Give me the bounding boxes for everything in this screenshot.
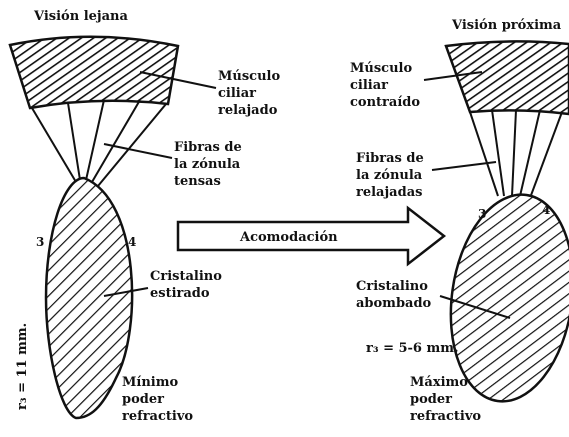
right-fibers-label-line1: Fibras de: [356, 151, 424, 166]
right-power-label-line2: poder: [410, 392, 452, 407]
left-radius-label: r₃ = 11 mm.: [15, 323, 30, 410]
left-fibers-label-line2: la zónula: [174, 157, 241, 172]
accommodation-label: Acomodación: [239, 230, 338, 245]
left-zonule-fibers: [32, 100, 166, 186]
left-muscle-label-line1: Músculo: [218, 69, 280, 84]
accommodation-arrow: Acomodación: [178, 208, 444, 264]
left-fibers-label: Fibras de la zónula tensas: [174, 140, 242, 189]
left-point-3: 3: [36, 235, 44, 249]
right-muscle-label: Músculo ciliar contraído: [350, 61, 420, 110]
left-power-label-line2: poder: [122, 392, 164, 407]
left-muscle-label-line2: ciliar: [218, 86, 256, 101]
right-radius-label: r₃ = 5-6 mm.: [366, 341, 459, 356]
right-ciliary-muscle: [446, 41, 569, 114]
right-fibers-label: Fibras de la zónula relajadas: [356, 151, 424, 200]
right-muscle-label-line1: Músculo: [350, 61, 412, 76]
right-point-4: 4: [542, 203, 550, 217]
left-ciliary-muscle: [10, 37, 178, 108]
right-zonule-fibers: [470, 110, 562, 198]
right-lens-label-line2: abombado: [356, 296, 432, 311]
left-lens-label-line1: Cristalino: [150, 269, 222, 284]
right-fibers-label-line3: relajadas: [356, 185, 422, 200]
left-title: Visión lejana: [33, 9, 128, 24]
right-muscle-label-line2: ciliar: [350, 78, 388, 93]
right-power-label-line3: refractivo: [410, 409, 481, 424]
right-title: Visión próxima: [451, 18, 562, 33]
left-power-label-line1: Mínimo: [122, 375, 178, 390]
right-fibers-label-line2: la zónula: [356, 168, 423, 183]
left-lens-label-line2: estirado: [150, 286, 210, 301]
left-fibers-label-line3: tensas: [174, 174, 221, 189]
right-lens-label-line1: Cristalino: [356, 279, 428, 294]
left-point-4: 4: [128, 235, 136, 249]
left-fibers-pointer: [104, 144, 172, 158]
left-muscle-label-line3: relajado: [218, 103, 278, 118]
left-power-label-line3: refractivo: [122, 409, 193, 424]
right-point-3: 3: [478, 207, 486, 221]
right-fibers-pointer: [432, 162, 496, 170]
left-power-label: Mínimo poder refractivo: [122, 375, 193, 424]
left-lens-label: Cristalino estirado: [150, 269, 222, 301]
left-muscle-label: Músculo ciliar relajado: [218, 69, 280, 118]
right-power-label-line1: Máximo: [410, 375, 468, 390]
right-muscle-label-line3: contraído: [350, 95, 420, 110]
left-fibers-label-line1: Fibras de: [174, 140, 242, 155]
left-lens: [46, 178, 132, 418]
right-lens-label: Cristalino abombado: [356, 279, 432, 311]
